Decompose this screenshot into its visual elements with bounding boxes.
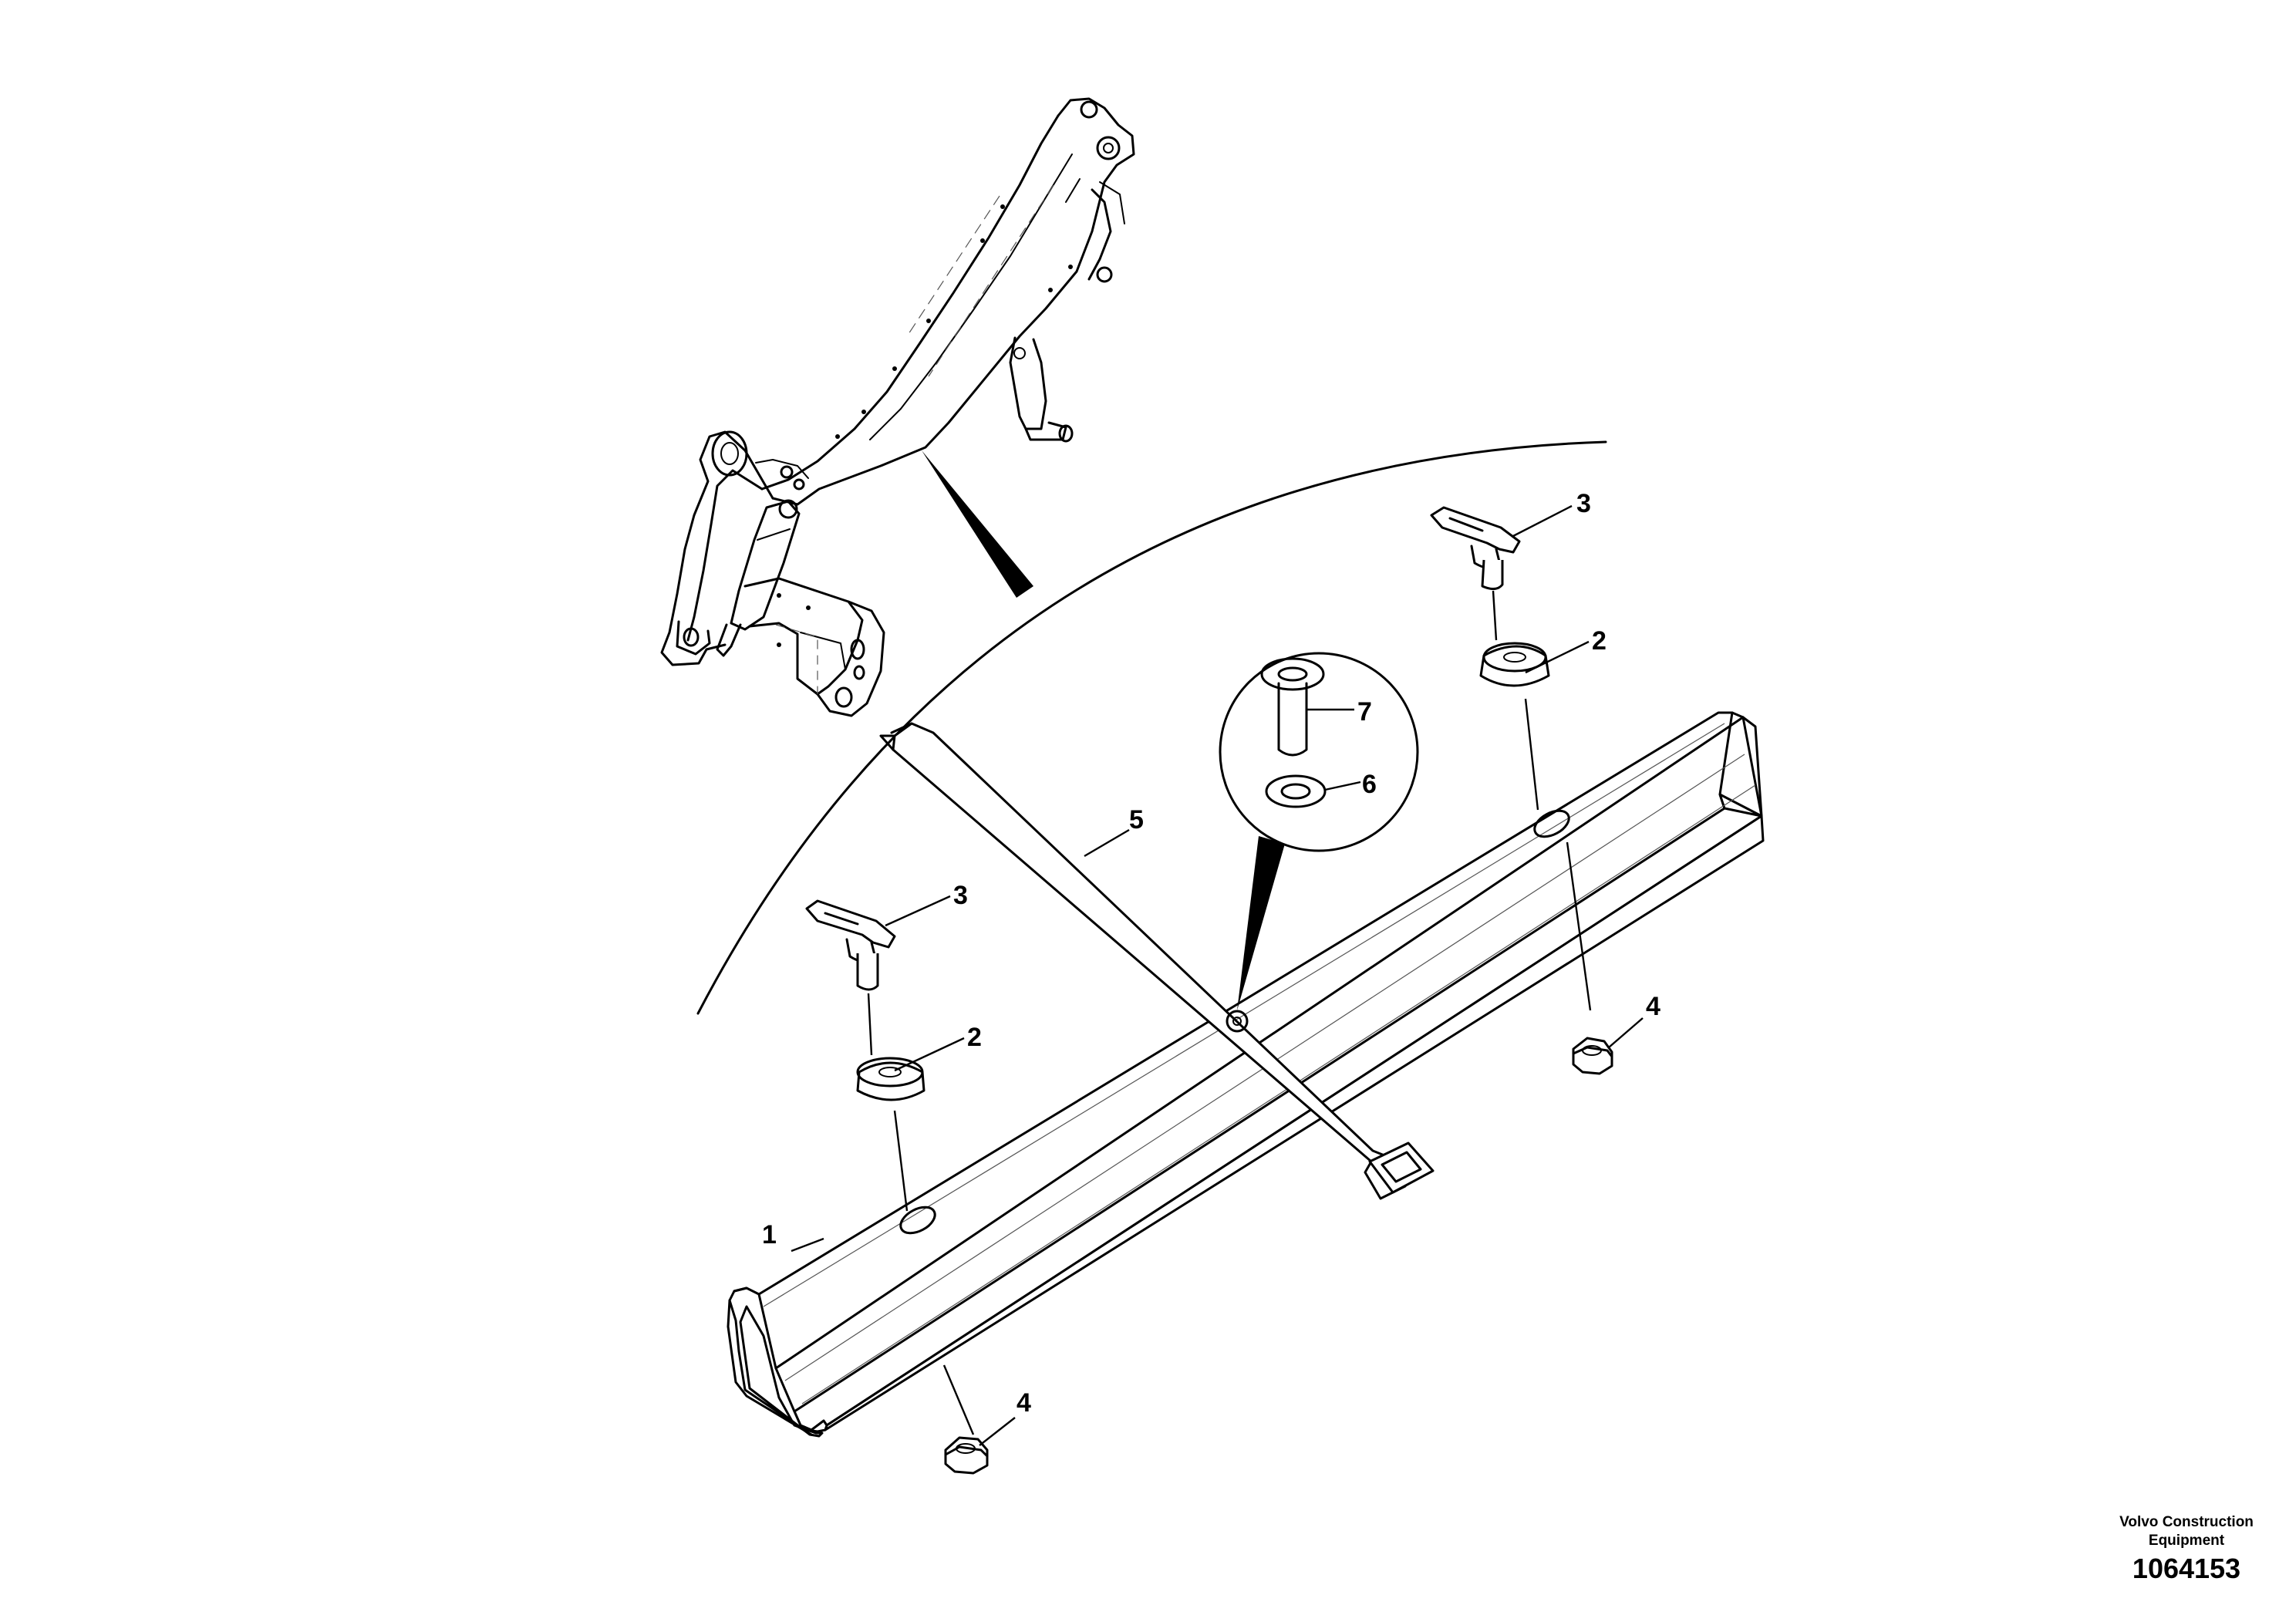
manufacturer-credit: Volvo Construction Equipment 1064153 [2082, 1513, 2291, 1587]
drawing-number: 1064153 [2132, 1553, 2241, 1584]
boom-arm-illustration [660, 97, 1135, 717]
guard-channel [727, 711, 1765, 1438]
callout-2-left: 2 [967, 1023, 982, 1052]
callout-labels: 1 2 2 3 3 4 4 5 6 7 [762, 489, 1660, 1418]
manufacturer-name-line2: Equipment [2148, 1533, 2225, 1549]
callout-3-right: 3 [1576, 489, 1591, 518]
callout-4-right: 4 [1646, 992, 1660, 1021]
callout-5: 5 [1129, 805, 1144, 835]
leader-lines [791, 504, 1644, 1446]
detail-pointer-wedge [922, 450, 1033, 598]
callout-7: 7 [1357, 697, 1372, 727]
callout-4-left: 4 [1017, 1388, 1031, 1418]
strap [879, 722, 1435, 1200]
right-hardware [1430, 506, 1613, 1075]
rivet-detail-circle [1219, 652, 1419, 1010]
left-hardware [805, 899, 989, 1475]
callout-2-right: 2 [1592, 626, 1607, 656]
callout-1: 1 [762, 1220, 777, 1249]
manufacturer-name-line1: Volvo Construction [2119, 1514, 2254, 1530]
callout-6: 6 [1362, 770, 1377, 799]
detail-view-arc [696, 440, 1607, 1015]
callout-3-left: 3 [953, 881, 968, 910]
